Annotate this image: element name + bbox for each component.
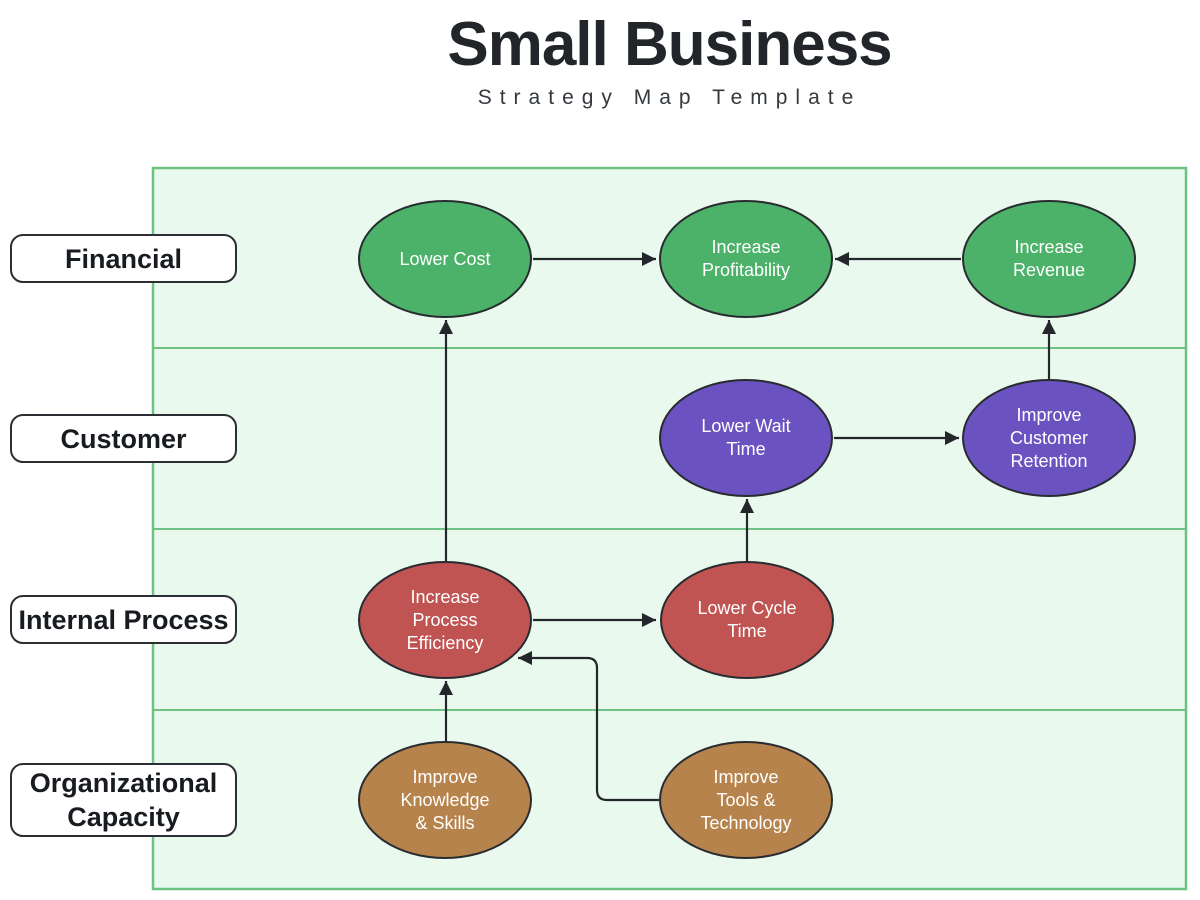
node-increase-revenue: Increase Revenue xyxy=(962,200,1136,318)
page-subtitle: Strategy Map Template xyxy=(477,86,862,109)
perspective-label-organizational-capacity: Organizational Capacity xyxy=(10,763,237,837)
page-title: Small Business xyxy=(447,10,892,79)
header: Small Business Strategy Map Template xyxy=(152,6,1187,110)
node-improve-tools-technology: Improve Tools & Technology xyxy=(659,741,833,859)
perspective-label-internal-process: Internal Process xyxy=(10,595,237,644)
node-lower-wait-time: Lower Wait Time xyxy=(659,379,833,497)
node-increase-profitability: Increase Profitability xyxy=(659,200,833,318)
connector-improve-tools-technology-to-increase-process-efficiency xyxy=(518,651,659,802)
node-improve-customer-retention: Improve Customer Retention xyxy=(962,379,1136,497)
node-increase-process-efficiency: Increase Process Efficiency xyxy=(358,561,532,679)
node-lower-cycle-time: Lower Cycle Time xyxy=(660,561,834,679)
node-improve-knowledge-skills: Improve Knowledge & Skills xyxy=(358,741,532,859)
perspective-label-customer: Customer xyxy=(10,414,237,463)
perspective-label-financial: Financial xyxy=(10,234,237,283)
node-lower-cost: Lower Cost xyxy=(358,200,532,318)
